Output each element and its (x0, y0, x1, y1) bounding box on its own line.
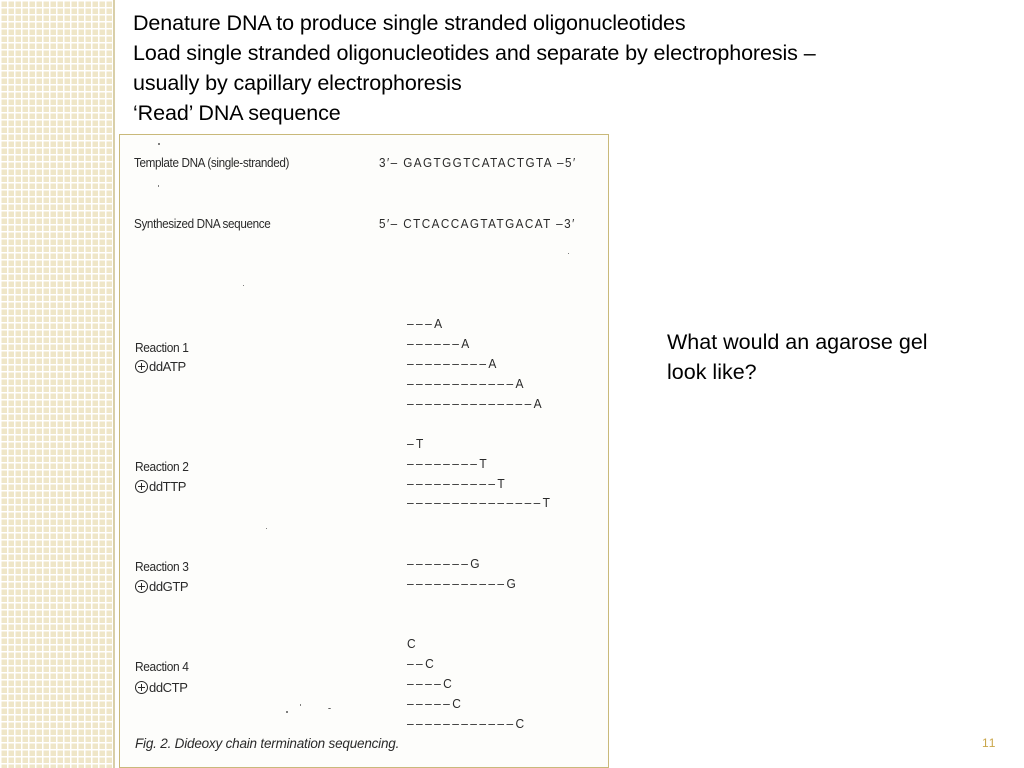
bullet-line-2: Load single stranded oligonucleotides an… (133, 41, 816, 65)
sequencing-figure: Template DNA (single-stranded) 3′– GAGTG… (119, 134, 609, 768)
scan-speck (286, 711, 288, 713)
plus-circle-icon (135, 360, 148, 373)
scan-speck (300, 704, 301, 706)
plus-circle-icon (135, 480, 148, 493)
fragment-t-3: ––––––––––T (407, 476, 508, 491)
slide-number: 11 (982, 736, 997, 750)
scan-speck (266, 528, 267, 529)
fragment-c-5: ––––––––––––C (407, 716, 527, 731)
template-dna-sequence: 3′– GAGTGGTCATACTGTA –5′ (379, 155, 577, 170)
plus-circle-icon (135, 681, 148, 694)
scan-speck (328, 708, 331, 709)
reagent-label: ddATP (149, 359, 186, 374)
template-dna-label: Template DNA (single-stranded) (134, 155, 290, 170)
reaction-1-name: Reaction 1 (135, 340, 189, 355)
reagent-label: ddCTP (149, 680, 188, 695)
reaction-2-name: Reaction 2 (135, 459, 189, 474)
fragment-t-4: –––––––––––––––T (407, 495, 553, 510)
fragment-g-2: –––––––––––G (407, 576, 519, 591)
reaction-3-reagent: ddGTP (135, 579, 189, 594)
bullet-line-4: ‘Read’ DNA sequence (133, 101, 341, 125)
decorative-grid-strip (0, 0, 113, 768)
strip-edge (113, 0, 115, 768)
synthesized-dna-sequence: 5′– CTCACCAGTATGACAT –3′ (379, 216, 576, 231)
reaction-2-reagent: ddTTP (135, 479, 186, 494)
scan-speck (243, 285, 244, 286)
scan-speck (158, 185, 159, 187)
fragment-a-4: ––––––––––––A (407, 376, 526, 391)
fragment-a-2: ––––––A (407, 336, 472, 351)
bullet-list: Denature DNA to produce single stranded … (133, 8, 993, 128)
reaction-1-reagent: ddATP (135, 359, 186, 374)
fragment-c-2: ––C (407, 656, 437, 671)
fragment-c-1: C (407, 636, 419, 651)
reaction-4-name: Reaction 4 (135, 659, 189, 674)
bullet-line-3: usually by capillary electrophoresis (133, 71, 462, 95)
fragment-g-1: –––––––G (407, 556, 483, 571)
bullet-line-1: Denature DNA to produce single stranded … (133, 11, 686, 35)
synthesized-dna-label: Synthesized DNA sequence (134, 216, 271, 231)
fragment-t-1: –T (407, 436, 426, 451)
plus-circle-icon (135, 580, 148, 593)
fragment-a-5: ––––––––––––––A (407, 396, 544, 411)
fragment-c-4: –––––C (407, 696, 464, 711)
fragment-a-1: –––A (407, 316, 445, 331)
reagent-label: ddGTP (149, 579, 189, 594)
scan-speck (158, 143, 160, 145)
reaction-4-reagent: ddCTP (135, 680, 188, 695)
fragment-a-3: –––––––––A (407, 356, 499, 371)
fragment-t-2: ––––––––T (407, 456, 490, 471)
scan-speck (568, 253, 569, 254)
reagent-label: ddTTP (149, 479, 187, 494)
question-text: What would an agarose gel look like? (667, 330, 928, 384)
fragment-c-3: ––––C (407, 676, 455, 691)
figure-caption: Fig. 2. Dideoxy chain termination sequen… (135, 736, 400, 751)
reaction-3-name: Reaction 3 (135, 559, 189, 574)
